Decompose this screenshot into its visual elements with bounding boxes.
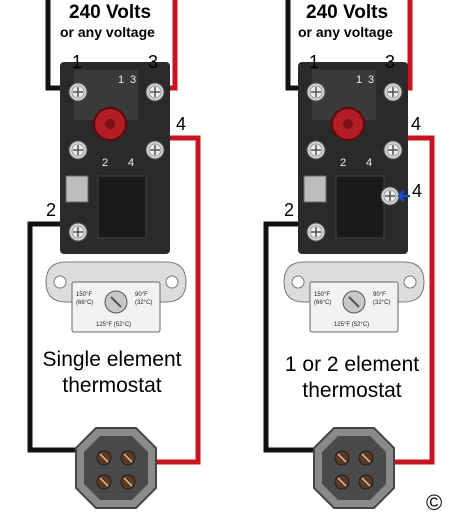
header-voltage-right: 240 Volts <box>306 2 389 23</box>
inner-num-2-right: 2 <box>340 157 346 169</box>
dial-hi-c-left: (66°C) <box>76 300 93 306</box>
caption-line2-right: thermostat <box>302 379 402 402</box>
caption-left: Single element thermostat <box>22 347 202 399</box>
inner-num-4-left: 4 <box>128 157 134 169</box>
inner-num-4-right: 4 <box>366 157 372 169</box>
terminal-label-3-right: 3 <box>385 52 396 72</box>
dial-lo-c-right: (32°C) <box>373 300 390 306</box>
panel-right: 150°F (66°C) 90°F (32°C) 125°F (52°C) 1 … <box>263 0 435 509</box>
inner-num-1-left: 1 <box>118 74 124 86</box>
terminal-label-1-left: 1 <box>72 52 83 72</box>
inner-num-2-left: 2 <box>102 157 108 169</box>
caption-line1-left: Single element <box>42 348 182 371</box>
dial-hi-c-right: (66°C) <box>314 300 331 306</box>
dial-lo-c-left: (32°C) <box>135 300 152 306</box>
dial-lo-left: 90°F <box>135 292 148 298</box>
black-wire-side-right <box>263 221 330 453</box>
panel-left: 150°F (66°C) 90°F (32°C) 125°F (52°C) 1 … <box>27 0 201 509</box>
dial-hi-right: 150°F <box>314 292 330 298</box>
inner-num-3-right: 3 <box>368 74 374 86</box>
header-any-voltage-right: or any voltage <box>298 24 393 40</box>
terminal-label-4-right: 4 <box>411 114 422 134</box>
caption-right: 1 or 2 element thermostat <box>262 352 442 404</box>
terminal-label-2-right: 2 <box>284 200 295 220</box>
caption-line2-left: thermostat <box>62 374 162 397</box>
dial-hi-left: 150°F <box>76 292 92 298</box>
inner-num-1-right: 1 <box>356 74 362 86</box>
terminal-label-1-right: 1 <box>309 52 320 72</box>
dial-lo-right: 90°F <box>373 292 386 298</box>
black-wire-side-left <box>27 221 92 453</box>
terminal-label-3-left: 3 <box>148 52 159 72</box>
terminal-label-2-left: 2 <box>46 200 57 220</box>
terminal-label-4-left: 4 <box>176 114 187 134</box>
blue-arrow-icon <box>397 190 410 202</box>
header-voltage-left: 240 Volts <box>69 2 152 23</box>
dial-mid-left: 125°F (52°C) <box>96 322 131 328</box>
inner-num-3-left: 3 <box>130 74 136 86</box>
header-any-voltage-left: or any voltage <box>60 24 155 40</box>
caption-line1-right: 1 or 2 element <box>284 353 420 376</box>
dial-mid-right: 125°F (52°C) <box>334 322 369 328</box>
terminal-label-4b-right: 4 <box>412 181 423 201</box>
copyright-icon: © <box>426 490 443 515</box>
